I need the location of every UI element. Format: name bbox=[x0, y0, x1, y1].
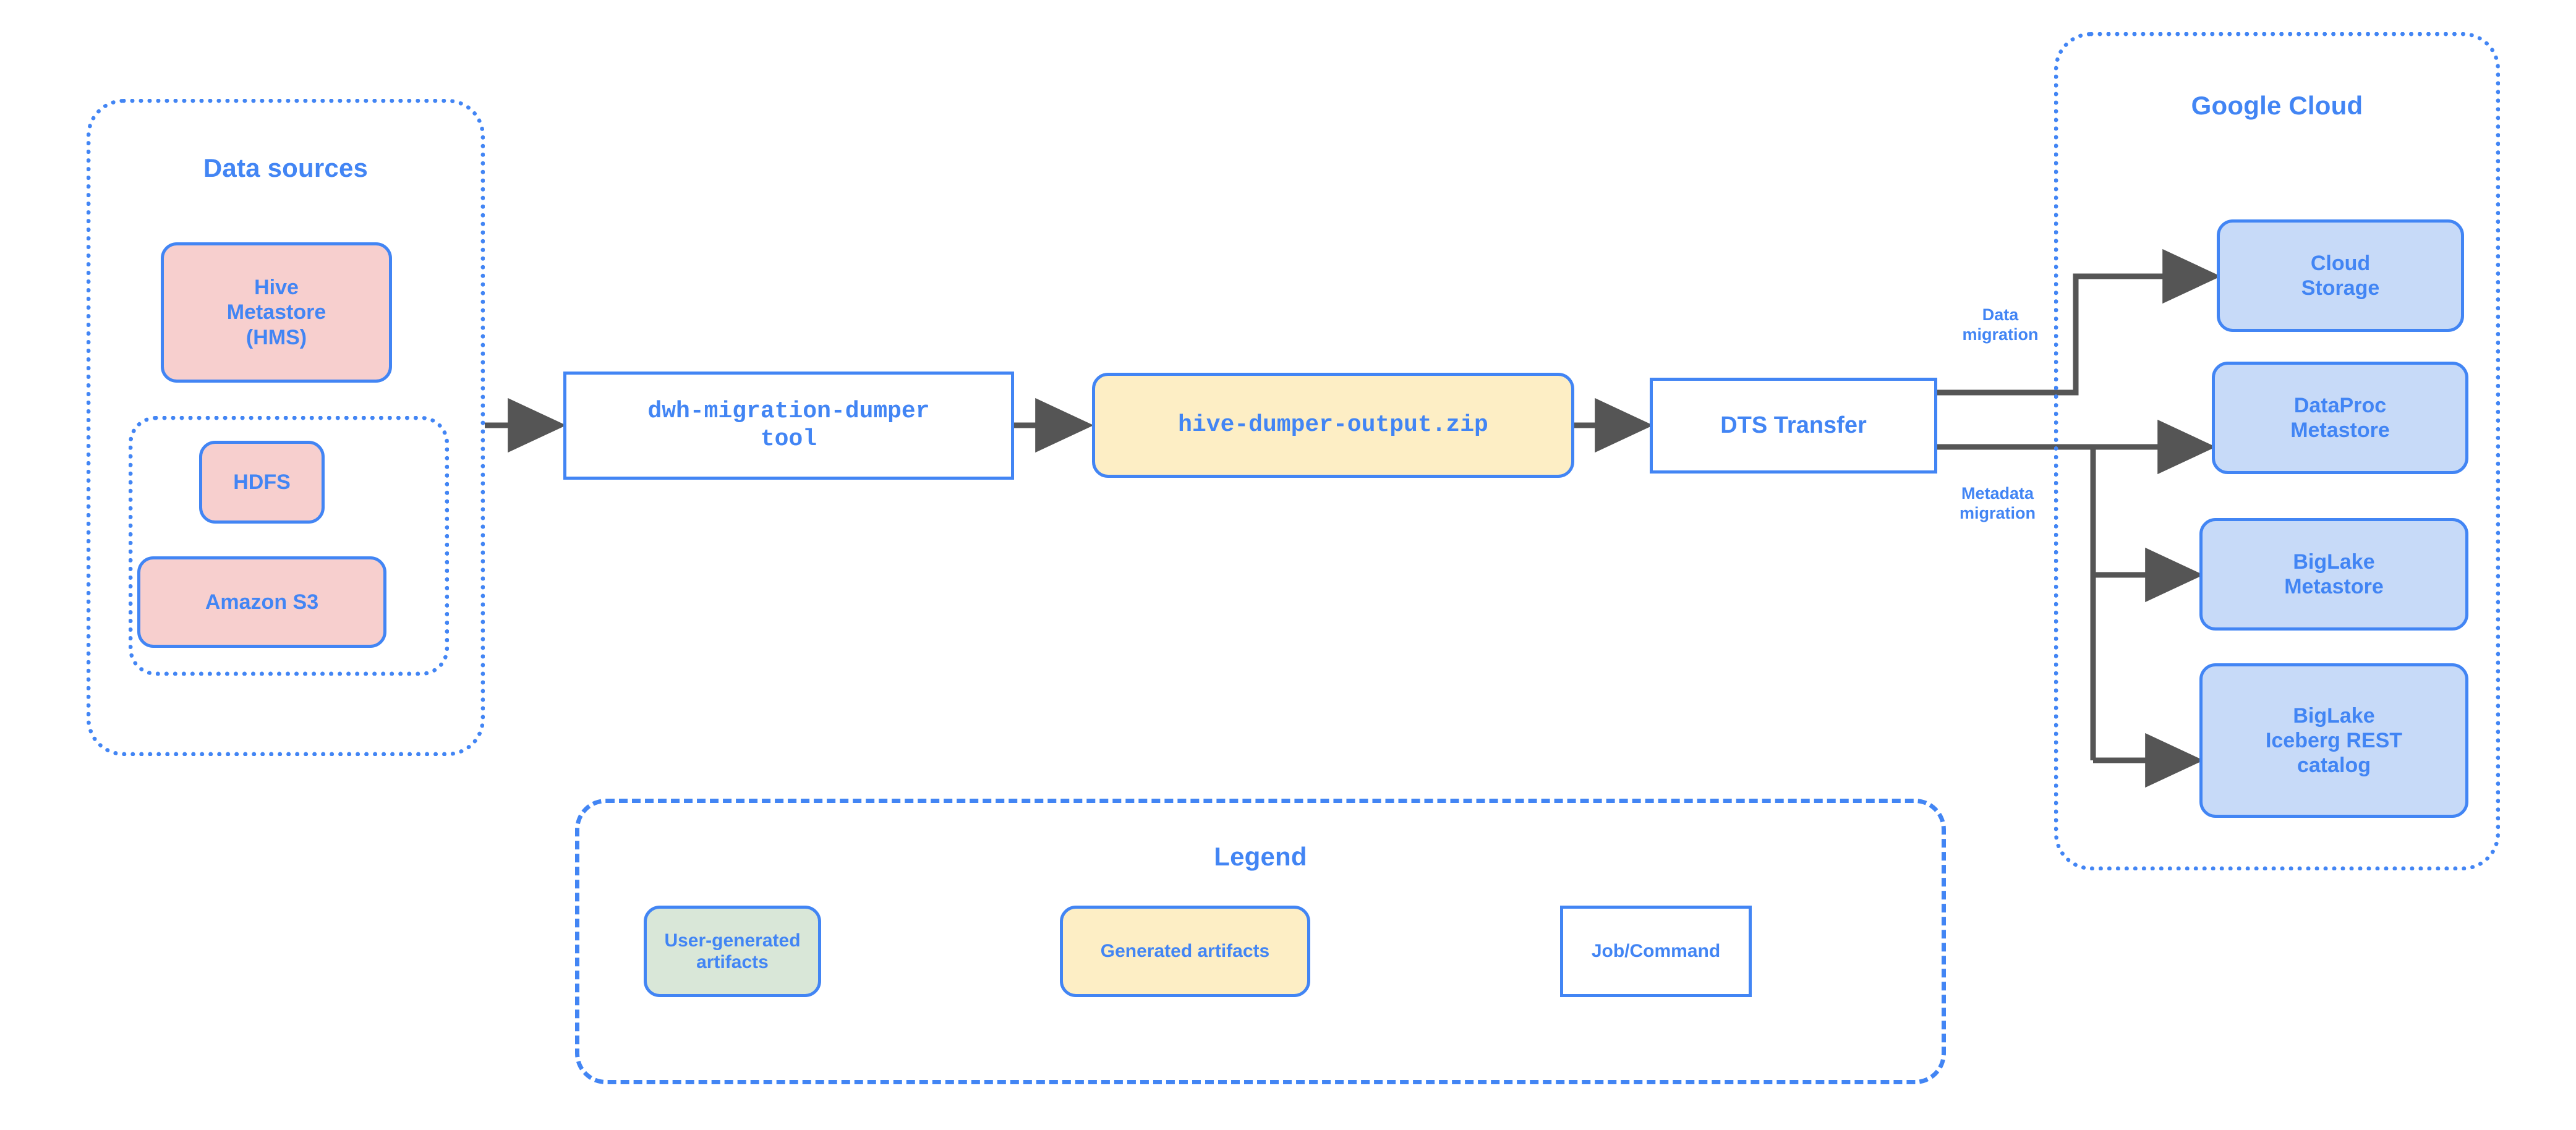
dumper-output-label: hive-dumper-output.zip bbox=[1178, 411, 1488, 438]
biglake-iceberg-line2: Iceberg REST bbox=[2265, 728, 2403, 752]
dumper-tool-line1: dwh-migration-dumper bbox=[647, 397, 930, 425]
cloud-storage-line1: Cloud bbox=[2310, 251, 2371, 275]
legend-item-1-line1: Generated artifacts bbox=[1100, 941, 1270, 962]
data-migration-line1: Data bbox=[1982, 305, 2019, 324]
metadata-migration-line2: migration bbox=[1959, 504, 2036, 523]
hive-metastore-line2: Metastore bbox=[226, 300, 326, 325]
dataproc-metastore-line2: Metastore bbox=[2290, 418, 2390, 442]
group-storage-subgroup bbox=[129, 416, 449, 676]
node-cloud-storage[interactable]: Cloud Storage bbox=[2217, 219, 2464, 332]
group-google-cloud-title: Google Cloud bbox=[2191, 91, 2363, 120]
group-data-sources bbox=[87, 99, 485, 756]
legend-item-0-line2: artifacts bbox=[696, 952, 769, 972]
hdfs-label: HDFS bbox=[233, 470, 291, 494]
data-migration-line2: migration bbox=[1962, 325, 2039, 344]
dataproc-metastore-line1: DataProc bbox=[2293, 393, 2387, 417]
biglake-iceberg-line3: catalog bbox=[2297, 754, 2371, 778]
edge-label-data-migration: Data migration bbox=[1938, 305, 2062, 345]
group-data-sources-title: Data sources bbox=[203, 153, 369, 182]
group-legend-title: Legend bbox=[1214, 842, 1307, 871]
hive-metastore-line3: (HMS) bbox=[245, 325, 307, 349]
legend-item-0-line1: User-generated bbox=[664, 930, 801, 951]
node-biglake-metastore[interactable]: BigLake Metastore bbox=[2199, 518, 2468, 631]
amazon-s3-label: Amazon S3 bbox=[205, 590, 319, 614]
biglake-metastore-line2: Metastore bbox=[2284, 575, 2384, 598]
node-dataproc-metastore[interactable]: DataProc Metastore bbox=[2212, 362, 2468, 474]
node-amazon-s3[interactable]: Amazon S3 bbox=[137, 556, 386, 648]
legend-swatch-user-generated-artifacts[interactable]: User-generated artifacts bbox=[644, 906, 821, 997]
legend-item-2-line1: Job/Command bbox=[1591, 941, 1721, 962]
edge-label-metadata-migration: Metadata migration bbox=[1931, 483, 2064, 524]
group-legend bbox=[575, 799, 1946, 1084]
biglake-metastore-line1: BigLake bbox=[2293, 550, 2375, 574]
hive-metastore-line1: Hive bbox=[254, 276, 299, 300]
dumper-tool-line2: tool bbox=[760, 425, 817, 452]
node-hive-metastore[interactable]: Hive Metastore (HMS) bbox=[161, 242, 392, 383]
node-dts-transfer[interactable]: DTS Transfer bbox=[1650, 378, 1937, 474]
node-hdfs[interactable]: HDFS bbox=[199, 441, 325, 524]
node-hive-dumper-output-zip[interactable]: hive-dumper-output.zip bbox=[1092, 373, 1574, 478]
node-dwh-migration-dumper-tool[interactable]: dwh-migration-dumper tool bbox=[563, 372, 1014, 480]
metadata-migration-line1: Metadata bbox=[1961, 484, 2034, 503]
dts-transfer-label: DTS Transfer bbox=[1720, 412, 1867, 439]
group-google-cloud bbox=[2054, 32, 2500, 870]
node-biglake-iceberg-rest-catalog[interactable]: BigLake Iceberg REST catalog bbox=[2199, 663, 2468, 818]
legend-swatch-generated-artifacts[interactable]: Generated artifacts bbox=[1060, 906, 1310, 997]
legend-swatch-job-command[interactable]: Job/Command bbox=[1560, 906, 1752, 997]
biglake-iceberg-line1: BigLake bbox=[2293, 703, 2375, 728]
cloud-storage-line2: Storage bbox=[2301, 276, 2380, 300]
